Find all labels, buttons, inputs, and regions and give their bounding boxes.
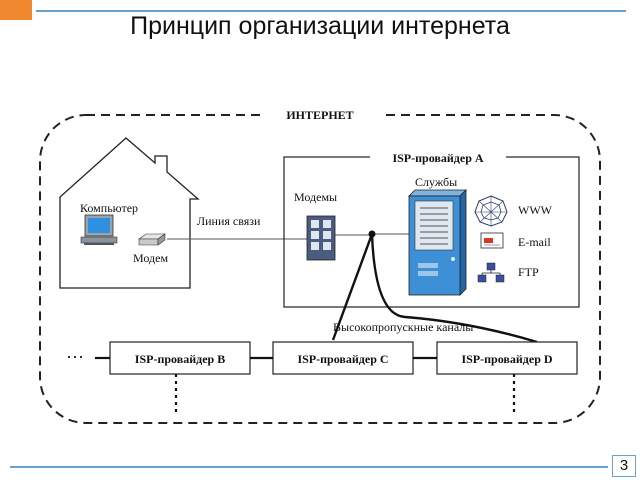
corner-accent — [0, 0, 32, 20]
service-www-label: WWW — [518, 203, 553, 217]
home-outline — [59, 137, 200, 289]
computer-label: Компьютер — [80, 201, 138, 215]
web-icon — [474, 195, 508, 227]
modem-icon — [138, 233, 166, 246]
services-label: Службы — [415, 175, 457, 189]
isp-c-label: ISP-провайдер C — [297, 352, 388, 366]
page-number: 3 — [612, 455, 636, 477]
backbone-label: Высокопропускные каналы — [333, 320, 473, 334]
isp-d-label: ISP-провайдер D — [461, 352, 552, 366]
internet-label: ИНТЕРНЕТ — [286, 108, 353, 122]
backbone-channels — [331, 233, 538, 344]
isp-a-title: ISP-провайдер A — [392, 151, 483, 165]
service-email-label: E-mail — [518, 235, 551, 249]
link-label: Линия связи — [197, 214, 261, 228]
mail-icon — [480, 232, 504, 249]
modem-label: Модем — [133, 251, 168, 265]
modem-rack-icon — [306, 215, 336, 261]
computer-icon — [80, 214, 118, 245]
top-rule — [36, 10, 626, 12]
service-ftp-label: FTP — [518, 265, 539, 279]
isp-b-label: ISP-провайдер B — [135, 352, 225, 366]
bottom-rule — [10, 466, 608, 468]
ftp-icon — [477, 262, 505, 283]
backbone-junction — [368, 230, 376, 238]
dashed-downlinks — [174, 374, 516, 412]
server-icon — [408, 189, 467, 296]
slide-title: Принцип организации интернета — [130, 12, 510, 40]
ellipsis-left: … — [66, 342, 84, 362]
modems-label: Модемы — [294, 190, 337, 204]
